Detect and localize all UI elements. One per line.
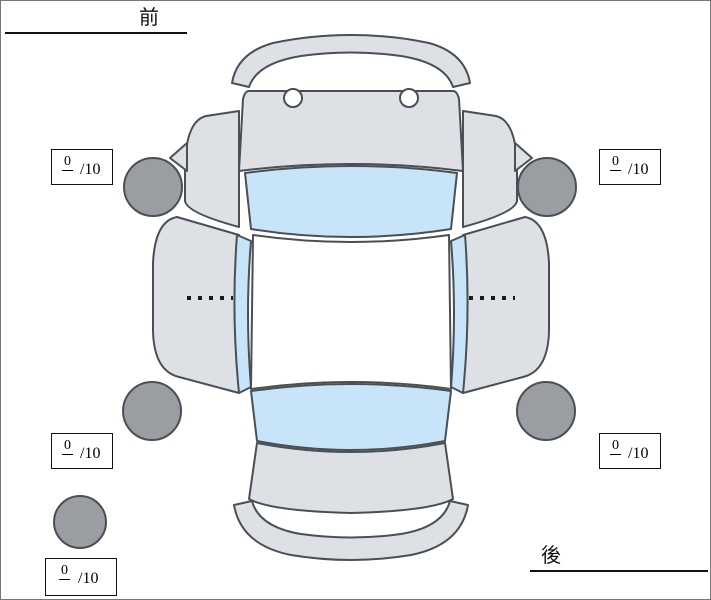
hood-panel — [238, 90, 464, 172]
hood-detail-circle-left — [283, 88, 303, 108]
side-window-left — [233, 234, 252, 394]
tread-score-value: 0 — [610, 438, 621, 455]
tire-front-left[interactable] — [123, 157, 183, 217]
tread-score-denominator: /10 — [78, 570, 99, 587]
mirror-left-icon — [169, 142, 188, 172]
tread-score-value: 0 — [62, 154, 73, 171]
tread-score-front-right[interactable]: 0 /10 — [599, 149, 661, 185]
rear-underline — [530, 570, 708, 572]
roof-panel — [250, 234, 452, 390]
hood-detail-circle-right — [399, 88, 419, 108]
rear-bumper — [233, 500, 469, 561]
front-bumper — [231, 34, 471, 88]
tread-score-rear-left[interactable]: 0 /10 — [51, 433, 113, 469]
rear-window — [250, 383, 452, 451]
mirror-right-icon — [514, 142, 533, 172]
tread-score-value: 0 — [62, 438, 73, 455]
tire-rear-right[interactable] — [516, 381, 576, 441]
tire-spare[interactable] — [53, 495, 107, 549]
front-label: 前 — [139, 5, 159, 29]
tread-score-value: 0 — [59, 563, 70, 580]
tread-score-value: 0 — [610, 154, 621, 171]
quarter-panel-left — [152, 216, 240, 394]
tread-score-front-left[interactable]: 0 /10 — [51, 149, 113, 185]
fender-front-right — [462, 110, 518, 228]
front-underline — [5, 32, 187, 34]
tread-score-rear-right[interactable]: 0 /10 — [599, 433, 661, 469]
tire-front-right[interactable] — [517, 157, 577, 217]
tire-rear-left[interactable] — [122, 381, 182, 441]
rear-label: 後 — [541, 543, 561, 567]
windshield — [244, 165, 458, 238]
tread-score-denominator: /10 — [628, 161, 649, 178]
tread-score-denominator: /10 — [80, 161, 101, 178]
side-window-right — [450, 234, 469, 394]
tread-score-denominator: /10 — [80, 445, 101, 462]
quarter-panel-right — [462, 216, 550, 394]
trunk-panel — [248, 442, 454, 514]
tread-score-denominator: /10 — [628, 445, 649, 462]
fender-front-left — [184, 110, 240, 228]
tread-score-spare[interactable]: 0 /10 — [45, 558, 117, 596]
